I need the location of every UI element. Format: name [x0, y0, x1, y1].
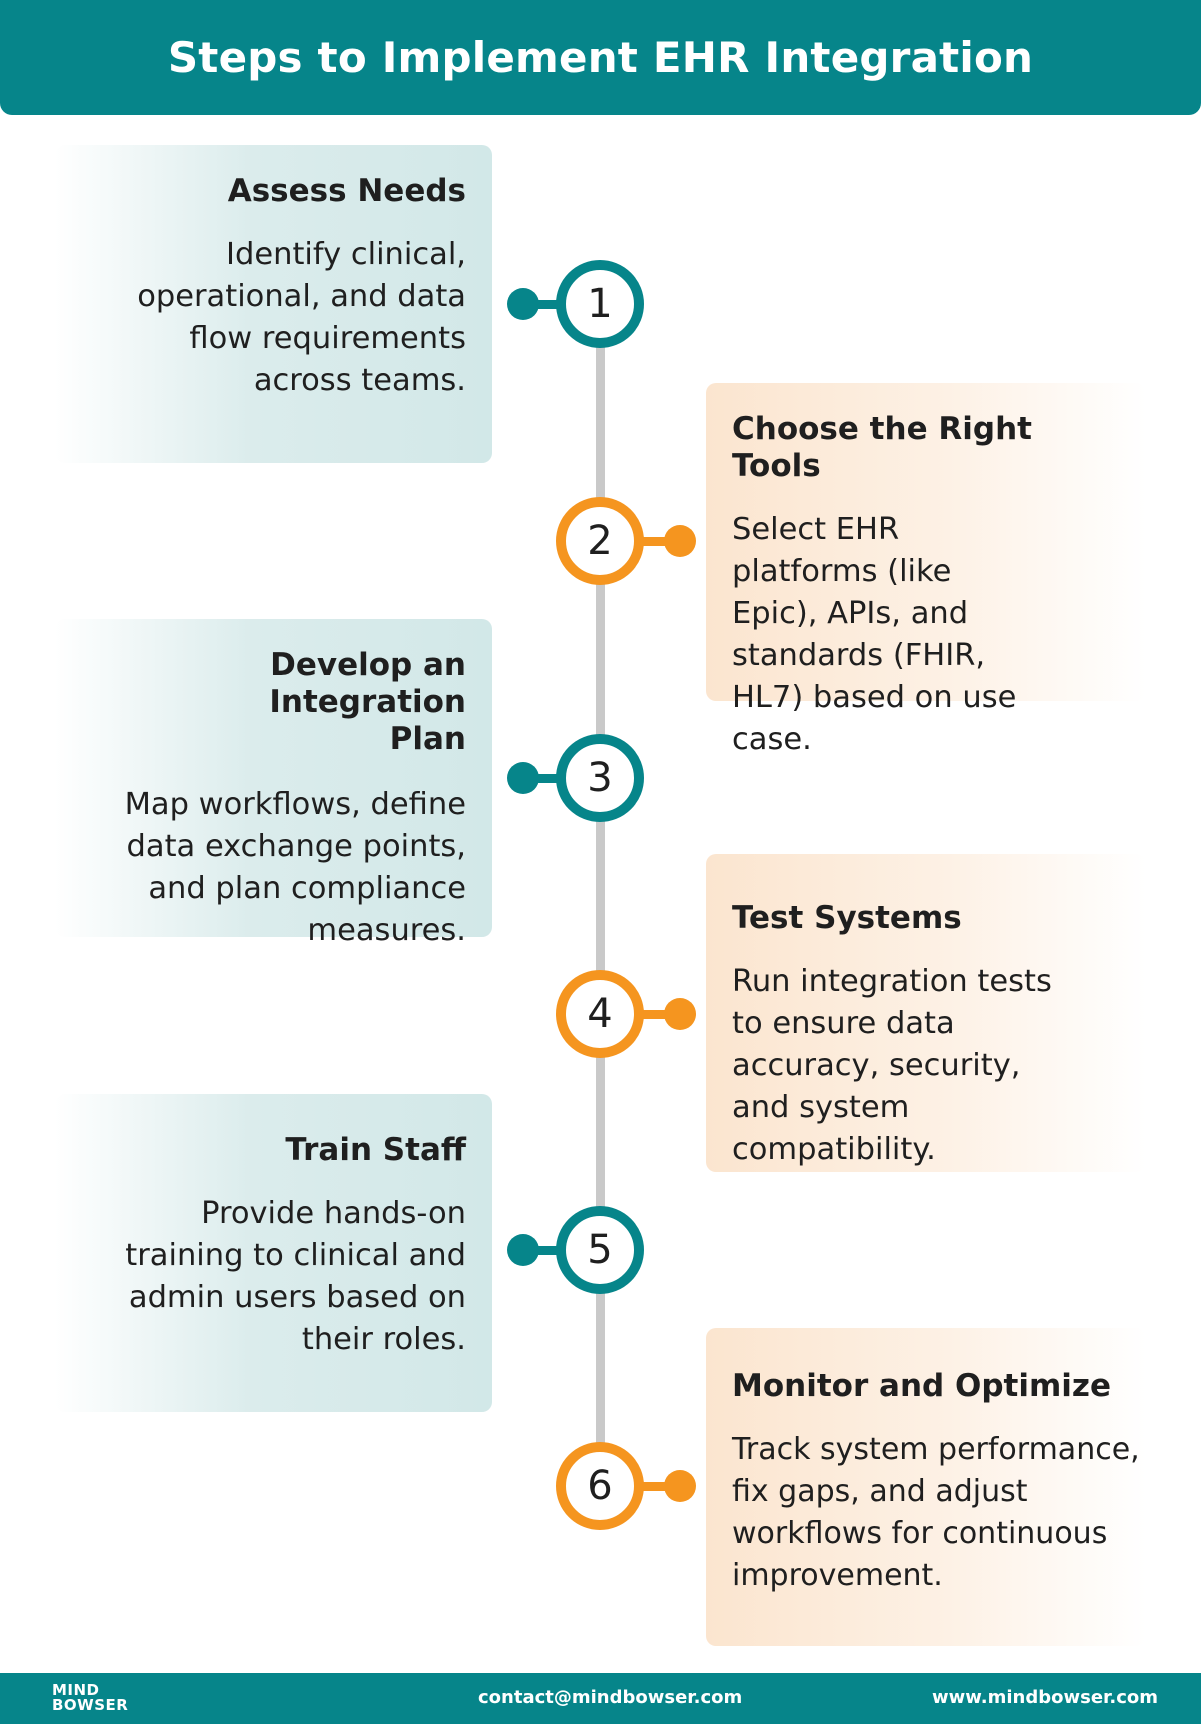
step-title: Develop an Integration Plan [269, 647, 466, 757]
step-description: Run integration tests to ensure data acc… [732, 964, 1052, 1167]
connector-line [520, 774, 566, 783]
connector-line [520, 300, 566, 309]
step-description: Track system performance, fix gaps, and … [732, 1432, 1140, 1593]
connector-line [520, 1246, 566, 1255]
step-card-2: Choose the Right Tools Select EHR platfo… [706, 383, 1146, 757]
step-title: Train Staff [285, 1132, 466, 1168]
website-link[interactable]: www.mindbowser.com [932, 1687, 1158, 1708]
connector-line [636, 1010, 682, 1019]
step-number-6: 6 [556, 1442, 644, 1530]
logo-line-1: MIND [52, 1681, 100, 1699]
step-number-3: 3 [556, 734, 644, 822]
step-number-4: 4 [556, 970, 644, 1058]
step-card-6: Monitor and Optimize Track system perfor… [706, 1328, 1146, 1646]
header-banner: Steps to Implement EHR Integration [0, 0, 1201, 115]
connector-line [636, 1482, 682, 1491]
step-card-4: Test Systems Run integration tests to en… [706, 854, 1146, 1172]
timeline-spine [596, 300, 605, 1500]
step-title: Assess Needs [227, 173, 466, 209]
step-card-5: Train Staff Provide hands-on training to… [55, 1094, 492, 1412]
step-title: Choose the Right Tools [732, 411, 1032, 484]
logo-line-2: BOWSER [52, 1696, 129, 1714]
step-number-5: 5 [556, 1206, 644, 1294]
step-title: Test Systems [732, 900, 962, 936]
connector-line [636, 537, 682, 546]
step-description: Select EHR platforms (like Epic), APIs, … [732, 512, 1017, 757]
step-card-1: Assess Needs Identify clinical, operatio… [55, 145, 492, 463]
step-number-1: 1 [556, 260, 644, 348]
page-title: Steps to Implement EHR Integration [167, 33, 1034, 82]
step-description: Map workflows, define data exchange poin… [124, 787, 466, 948]
step-card-3: Develop an Integration Plan Map workflow… [55, 619, 492, 948]
contact-email-link[interactable]: contact@mindbowser.com [478, 1687, 743, 1708]
step-description: Provide hands-on training to clinical an… [125, 1196, 466, 1357]
footer-bar: MIND BOWSER contact@mindbowser.com www.m… [0, 1673, 1201, 1724]
step-title: Monitor and Optimize [732, 1368, 1111, 1404]
step-number-2: 2 [556, 497, 644, 585]
step-description: Identify clinical, operational, and data… [137, 237, 466, 398]
mindbowser-logo[interactable]: MIND BOWSER [52, 1683, 128, 1713]
